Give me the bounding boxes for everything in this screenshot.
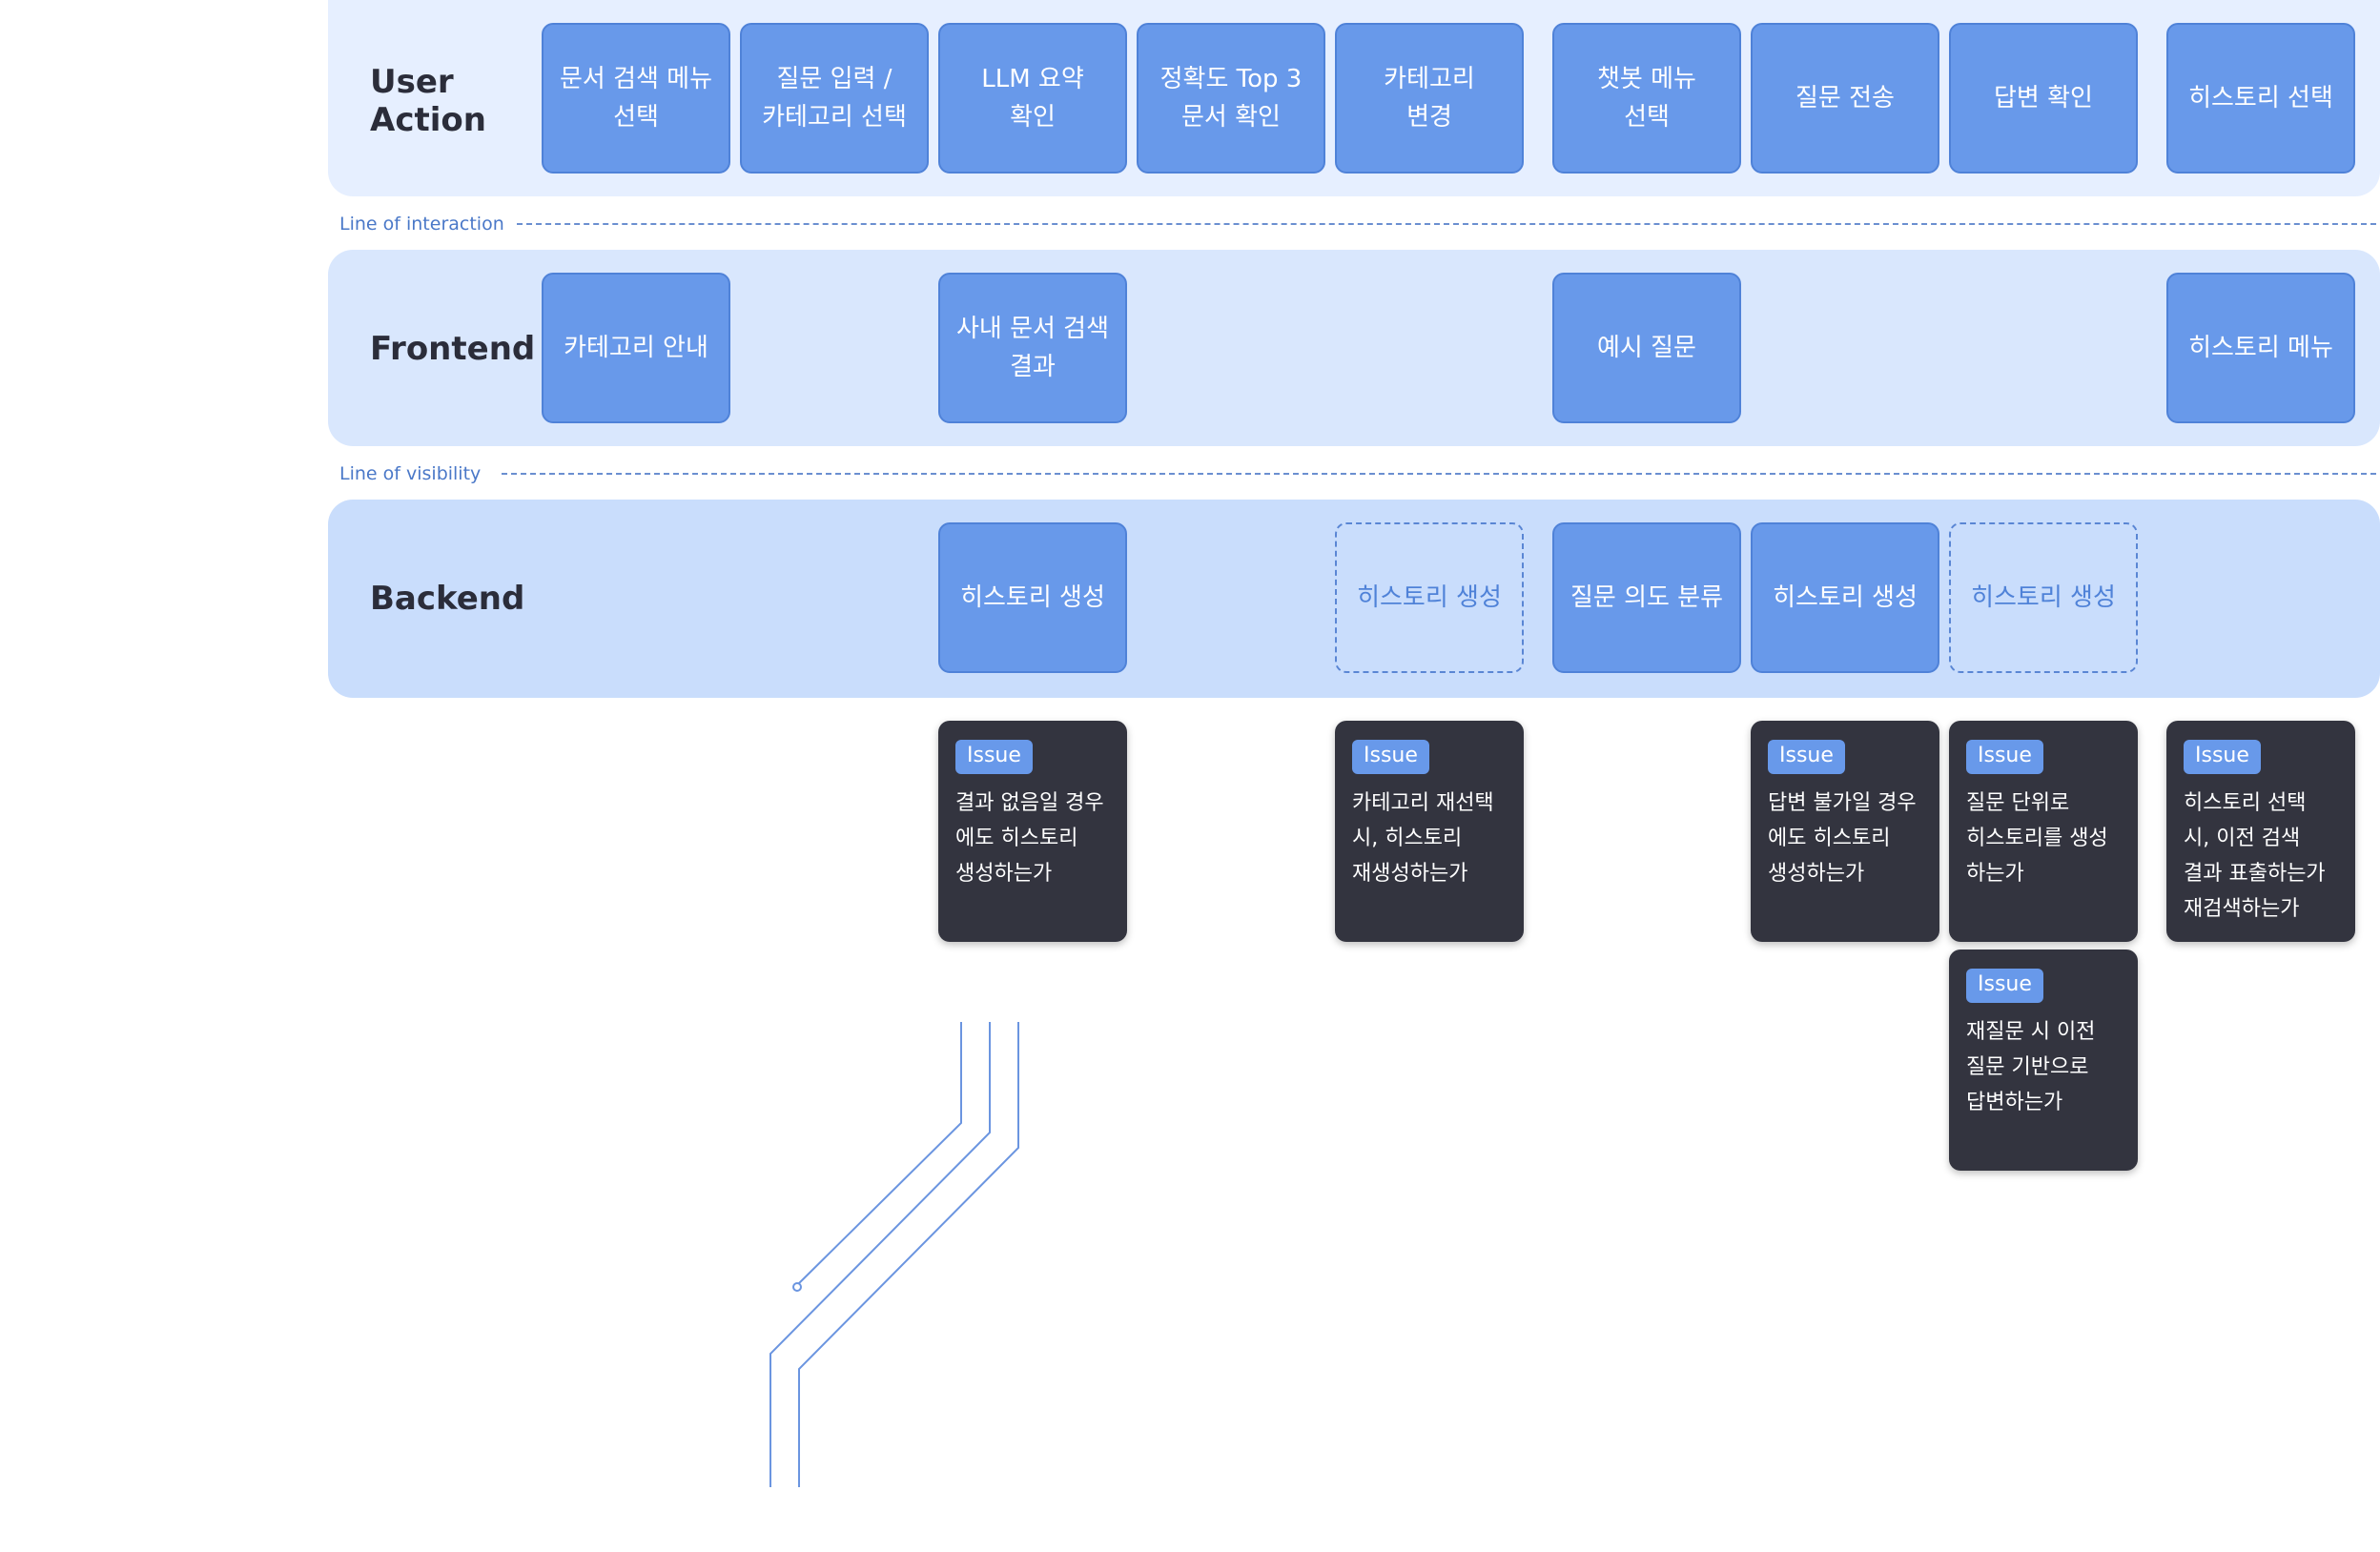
ua-question-input-box[interactable]: 질문 입력 / 카테고리 선택 [740,23,929,174]
issue-badge: Issue [1352,740,1429,774]
user-action-lane-title: User Action [370,63,486,139]
issue-text: 재질문 시 이전 질문 기반으로 답변하는가 [1966,1020,2096,1114]
fe-document-search-result-box[interactable]: 사내 문서 검색 결과 [938,273,1127,423]
ua-check-answer-box[interactable]: 답변 확인 [1949,23,2138,174]
ua-send-question-box[interactable]: 질문 전송 [1751,23,1939,174]
ua-document-search-menu-box[interactable]: 문서 검색 메뉴 선택 [542,23,730,174]
be-history-create-dashed-box[interactable]: 히스토리 생성 [1335,522,1524,673]
issue-text: 결과 없음일 경우 에도 히스토리 생성하는가 [955,791,1104,886]
backend-lane [328,500,2380,698]
fe-category-guide-box[interactable]: 카테고리 안내 [542,273,730,423]
issue-text: 히스토리 선택 시, 이전 검색 결과 표출하는가 재검색하는가 [2184,791,2326,921]
ua-chatbot-menu-box[interactable]: 챗봇 메뉴 선택 [1552,23,1741,174]
be-history-create-dashed-box-2[interactable]: 히스토리 생성 [1949,522,2138,673]
issue-card-history-select: Issue 히스토리 선택 시, 이전 검색 결과 표출하는가 재검색하는가 [2166,721,2355,942]
ua-history-select-box[interactable]: 히스토리 선택 [2166,23,2355,174]
ua-category-change-box[interactable]: 카테고리 변경 [1335,23,1524,174]
ua-llm-summary-box[interactable]: LLM 요약 확인 [938,23,1127,174]
connector-line [769,1022,991,1487]
line-of-visibility-label: Line of visibility [339,463,482,484]
fe-history-menu-box[interactable]: 히스토리 메뉴 [2166,273,2355,423]
issue-card-answer-unavailable: Issue 답변 불가일 경우 에도 히스토리 생성하는가 [1751,721,1939,942]
issue-badge: Issue [1966,740,2043,774]
frontend-lane-title: Frontend [370,330,536,368]
issue-badge: Issue [2184,740,2261,774]
issue-card-category-reselect: Issue 카테고리 재선택 시, 히스토리 재생성하는가 [1335,721,1524,942]
fe-example-question-box[interactable]: 예시 질문 [1552,273,1741,423]
line-of-visibility [502,473,2376,475]
be-history-create-box-2[interactable]: 히스토리 생성 [1751,522,1939,673]
issue-text: 질문 단위로 히스토리를 생성 하는가 [1966,791,2108,886]
issue-card-requestion: Issue 재질문 시 이전 질문 기반으로 답변하는가 [1949,950,2138,1171]
line-of-interaction-label: Line of interaction [339,214,504,235]
connector-line [796,1022,962,1286]
ua-top3-documents-box[interactable]: 정확도 Top 3 문서 확인 [1137,23,1325,174]
issue-badge: Issue [955,740,1033,774]
connector-endpoint [792,1282,802,1292]
be-question-intent-box[interactable]: 질문 의도 분류 [1552,522,1741,673]
issue-badge: Issue [1966,969,2043,1003]
issue-card-no-result: Issue 결과 없음일 경우 에도 히스토리 생성하는가 [938,721,1127,942]
connector-line [798,1022,1019,1487]
issue-badge: Issue [1768,740,1845,774]
line-of-interaction [517,223,2376,225]
be-history-create-box[interactable]: 히스토리 생성 [938,522,1127,673]
issue-text: 답변 불가일 경우 에도 히스토리 생성하는가 [1768,791,1917,886]
issue-text: 카테고리 재선택 시, 히스토리 재생성하는가 [1352,791,1494,886]
issue-card-per-question: Issue 질문 단위로 히스토리를 생성 하는가 [1949,721,2138,942]
backend-lane-title: Backend [370,580,525,618]
